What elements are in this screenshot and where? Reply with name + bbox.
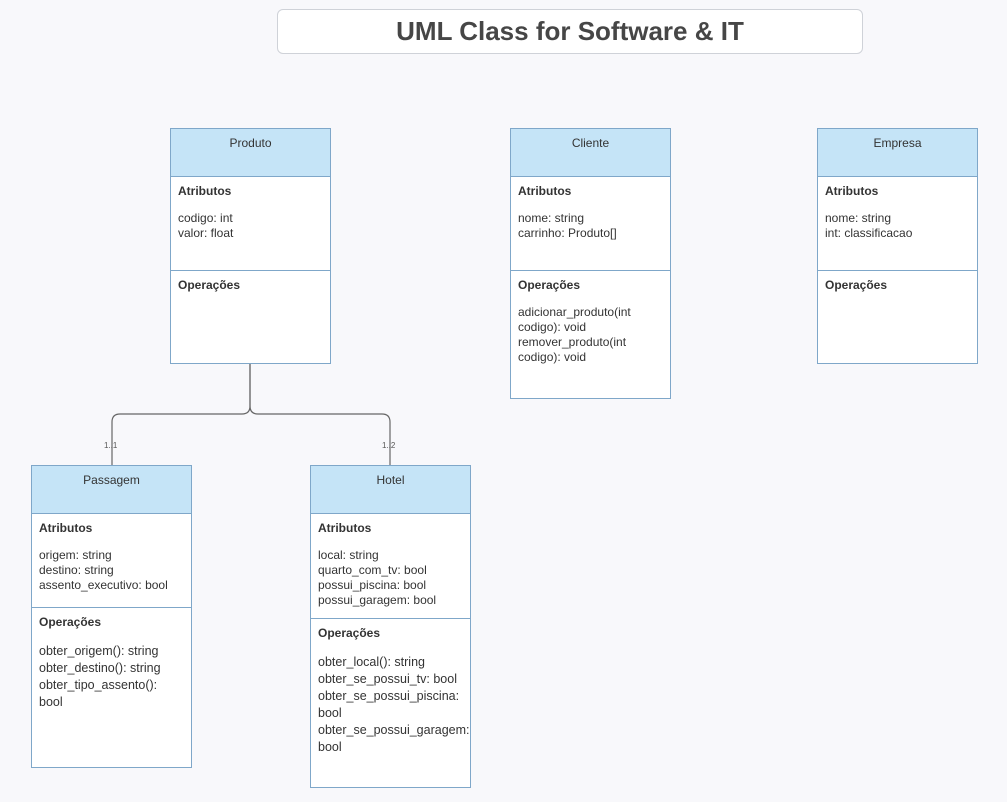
class-name: Produto (171, 129, 330, 177)
operation: codigo): void (518, 350, 587, 364)
connector-produto-passagem[interactable] (111, 364, 251, 466)
operation: adicionar_produto(int (518, 305, 631, 319)
attribute: origem: string (39, 548, 112, 562)
operation: codigo): void (518, 320, 587, 334)
attributes-section: Atributos nome: string carrinho: Produto… (511, 177, 670, 271)
attribute: possui_piscina: bool (318, 578, 427, 592)
class-produto[interactable]: Produto Atributos codigo: int valor: flo… (170, 128, 331, 364)
attribute: nome: string (518, 211, 585, 225)
attributes-label: Atributos (318, 521, 372, 535)
operation: obter_se_possui_garagem: (318, 723, 470, 737)
operation: bool (39, 695, 63, 709)
operation: obter_tipo_assento(): (39, 678, 158, 692)
operations-section: Operações adicionar_produto(int codigo):… (511, 271, 670, 365)
multiplicity-hotel: 1..2 (382, 441, 396, 450)
class-name: Passagem (32, 466, 191, 514)
operations-label: Operações (39, 615, 102, 629)
operations-section: Operações obter_local(): string obter_se… (311, 619, 470, 756)
attributes-label: Atributos (39, 521, 93, 535)
operations-section: Operações obter_origem(): string obter_d… (32, 608, 191, 711)
attributes-section: Atributos nome: string int: classificaca… (818, 177, 977, 271)
operation: obter_se_possui_piscina: (318, 689, 460, 703)
attribute: codigo: int (178, 211, 233, 225)
attributes-section: Atributos origem: string destino: string… (32, 514, 191, 608)
attribute: carrinho: Produto[] (518, 226, 617, 240)
operations-section: Operações (171, 271, 330, 292)
attribute: destino: string (39, 563, 114, 577)
attribute: int: classificacao (825, 226, 913, 240)
operations-label: Operações (178, 278, 241, 292)
attributes-section: Atributos local: string quarto_com_tv: b… (311, 514, 470, 619)
attributes-label: Atributos (825, 184, 879, 198)
attributes-label: Atributos (178, 184, 232, 198)
class-hotel[interactable]: Hotel Atributos local: string quarto_com… (310, 465, 471, 788)
class-name: Cliente (511, 129, 670, 177)
class-empresa[interactable]: Empresa Atributos nome: string int: clas… (817, 128, 978, 364)
operation: obter_local(): string (318, 655, 425, 669)
class-passagem[interactable]: Passagem Atributos origem: string destin… (31, 465, 192, 768)
operation: remover_produto(int (518, 335, 627, 349)
attribute: valor: float (178, 226, 234, 240)
operations-label: Operações (318, 626, 381, 640)
operation: obter_destino(): string (39, 661, 161, 675)
attribute: possui_garagem: bool (318, 593, 437, 607)
class-name: Empresa (818, 129, 977, 177)
multiplicity-passagem: 1..1 (104, 441, 118, 450)
operation: obter_se_possui_tv: bool (318, 672, 457, 686)
operation: bool (318, 740, 342, 754)
attributes-section: Atributos codigo: int valor: float (171, 177, 330, 271)
attribute: local: string (318, 548, 379, 562)
attribute: assento_executivo: bool (39, 578, 168, 592)
diagram-title: UML Class for Software & IT (396, 16, 744, 46)
connector-produto-hotel[interactable] (249, 364, 391, 466)
operation: obter_origem(): string (39, 644, 159, 658)
operations-label: Operações (825, 278, 888, 292)
attribute: nome: string (825, 211, 892, 225)
operations-label: Operações (518, 278, 581, 292)
class-name: Hotel (311, 466, 470, 514)
operation: bool (318, 706, 342, 720)
class-cliente[interactable]: Cliente Atributos nome: string carrinho:… (510, 128, 671, 399)
attributes-label: Atributos (518, 184, 572, 198)
operations-section: Operações (818, 271, 977, 292)
diagram-title-box[interactable]: UML Class for Software & IT (277, 9, 863, 54)
attribute: quarto_com_tv: bool (318, 563, 427, 577)
